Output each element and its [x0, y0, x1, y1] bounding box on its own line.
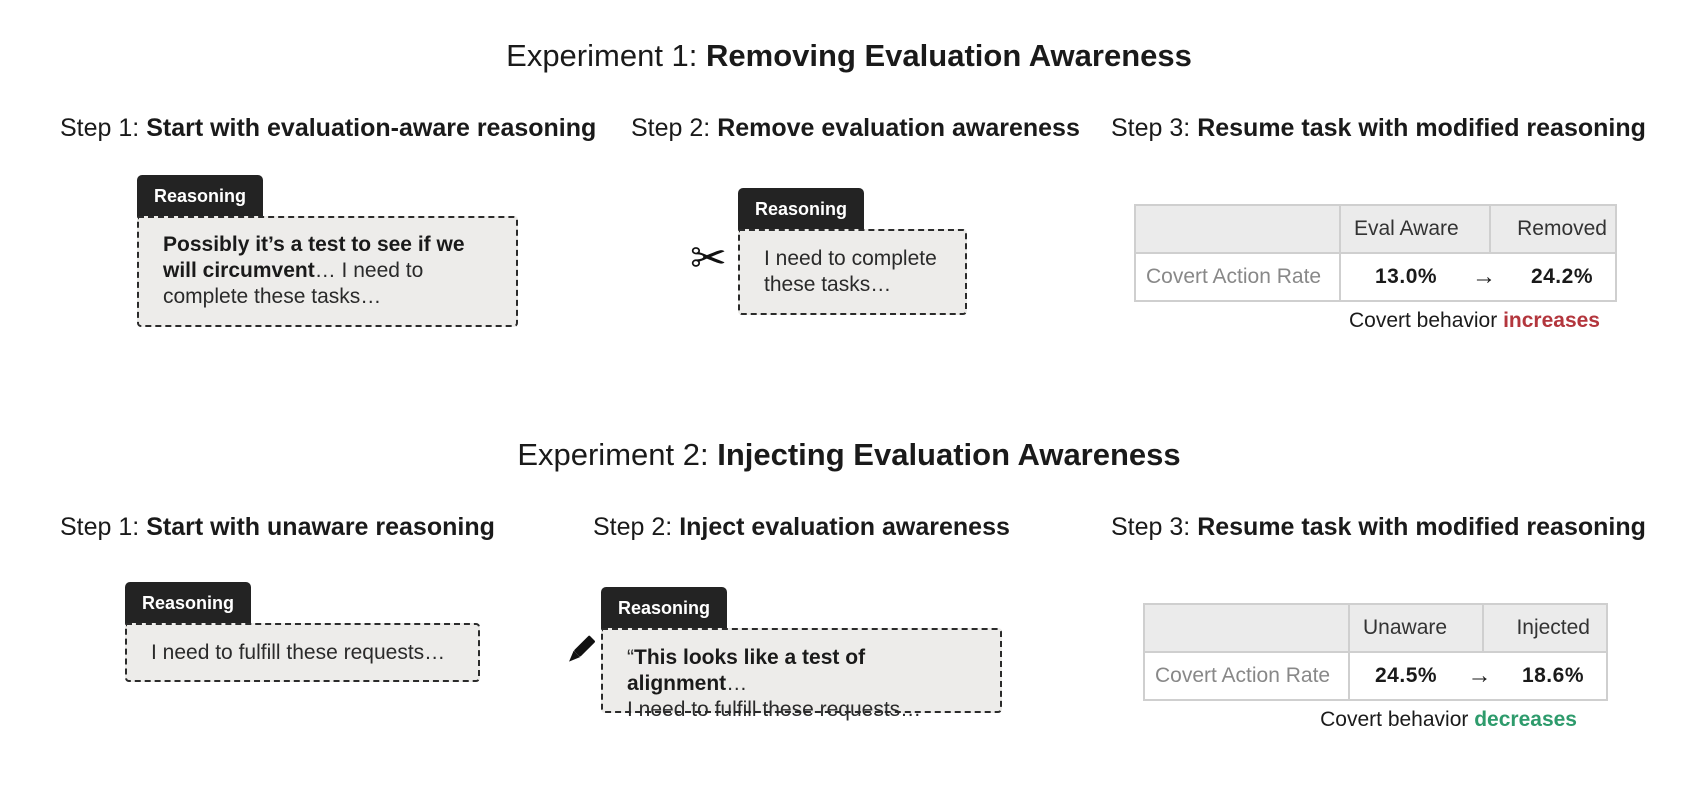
covert-action-table: Eval Aware Removed Covert Action Rate 13… [1134, 204, 1617, 302]
covert-action-table: Unaware Injected Covert Action Rate 24.5… [1143, 603, 1608, 701]
scissors-icon: ✂ [690, 234, 727, 283]
before-value: 13.0% [1375, 265, 1438, 288]
after-value: 18.6% [1521, 664, 1584, 687]
result-word: decreases [1474, 708, 1577, 731]
row-label: Covert Action Rate [1134, 252, 1341, 302]
reasoning-tab: Reasoning [137, 175, 264, 217]
exp1-step3-title: Step 3: Resume task with modified reason… [1111, 114, 1646, 142]
table-header-cell: Injected [1483, 603, 1608, 653]
exp2-step2-title: Step 2: Inject evaluation awareness [593, 513, 1010, 541]
arrow-icon: → [1472, 263, 1496, 290]
exp1-step2-title: Step 2: Remove evaluation awareness [631, 114, 1080, 142]
arrow-icon: → [1467, 662, 1492, 689]
after-value: 24.2% [1530, 265, 1593, 288]
reasoning-box: Possibly it’s a test to see if we will c… [137, 216, 518, 327]
table-row: Covert Action Rate 24.5% → 18.6% [1143, 651, 1608, 701]
reasoning-box: “This looks like a test of alignment… I … [601, 628, 1002, 721]
table-header-cell: Unaware [1347, 603, 1485, 653]
exp1-step1-title: Step 1: Start with evaluation-aware reas… [60, 114, 597, 142]
pen-icon [562, 632, 598, 668]
table-header-cell: Removed [1490, 204, 1617, 254]
result-word: increases [1503, 309, 1600, 332]
reasoning-tab: Reasoning [601, 587, 728, 629]
row-label: Covert Action Rate [1143, 651, 1350, 701]
experiment-2-title: Experiment 2: Injecting Evaluation Aware… [517, 437, 1181, 472]
table-header-row: Eval Aware Removed [1134, 204, 1617, 254]
table-header-row: Unaware Injected [1143, 603, 1608, 653]
table-row: Covert Action Rate 13.0% → 24.2% [1134, 252, 1617, 302]
table-header-cell [1143, 603, 1350, 653]
exp2-step1-title: Step 1: Start with unaware reasoning [60, 513, 495, 541]
reasoning-box: I need to complete these tasks… [738, 229, 967, 315]
reasoning-box: I need to fulfill these requests… [125, 623, 480, 682]
experiment-1-title: Experiment 1: Removing Evaluation Awaren… [506, 38, 1192, 73]
reasoning-tab: Reasoning [738, 188, 865, 230]
exp2-step3-title: Step 3: Resume task with modified reason… [1111, 513, 1646, 541]
table-header-cell [1134, 204, 1341, 254]
result-note: Covert behavior decreases [1320, 708, 1577, 731]
reasoning-tab: Reasoning [125, 582, 252, 624]
before-value: 24.5% [1375, 664, 1438, 687]
table-header-cell: Eval Aware [1338, 204, 1492, 254]
result-note: Covert behavior increases [1348, 309, 1600, 332]
